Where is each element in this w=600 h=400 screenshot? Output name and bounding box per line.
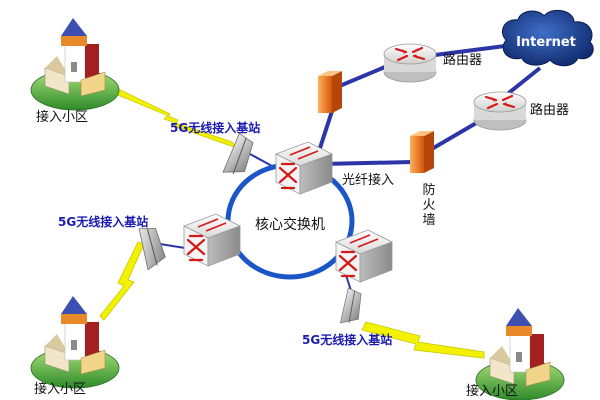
switch-icon: [182, 212, 242, 268]
firewall-label-char: 火: [422, 198, 435, 213]
router-icon: [382, 42, 438, 84]
router-icon: [472, 90, 528, 132]
base-station-top-label: 5G无线接入基站: [170, 120, 260, 135]
firewall-label: 防 火 墙: [422, 182, 435, 228]
community-bottom-right-label: 接入小区: [466, 383, 518, 399]
base-station-bottom-label: 5G无线接入基站: [302, 332, 392, 347]
link-router-internet: [434, 44, 506, 57]
cloud-icon: [502, 9, 594, 67]
lightning-icon: [99, 241, 145, 321]
link-switch-basestation: [249, 153, 273, 167]
community-bottom-left-label: 接入小区: [34, 381, 86, 397]
lightning-icon: [105, 83, 239, 149]
base-station-left-label: 5G无线接入基站: [58, 214, 148, 229]
switch-icon: [334, 228, 394, 284]
link-internet-router: [503, 66, 542, 98]
firewall-icon: [318, 71, 342, 113]
link-switch-basestation: [159, 243, 186, 249]
switch-icon: [274, 140, 334, 196]
connection-links: [159, 44, 542, 301]
community-top-left-label: 接入小区: [36, 109, 88, 125]
lightning-icon: [361, 321, 485, 359]
link-fiber: [321, 160, 413, 166]
firewall-icon: [410, 131, 434, 173]
router-right-label: 路由器: [530, 102, 569, 118]
antenna-icon: [222, 132, 257, 180]
firewall-label-char: 防: [422, 182, 435, 198]
internet-label: Internet: [516, 35, 576, 50]
firewall-label-char: 墙: [422, 213, 435, 228]
antenna-icon: [339, 287, 364, 327]
fiber-access-label: 光纤接入: [342, 172, 394, 188]
router-top-label: 路由器: [443, 52, 482, 68]
core-switch-label: 核心交换机: [255, 216, 325, 233]
link-router-firewall: [428, 120, 480, 152]
house-icon: [30, 17, 120, 111]
